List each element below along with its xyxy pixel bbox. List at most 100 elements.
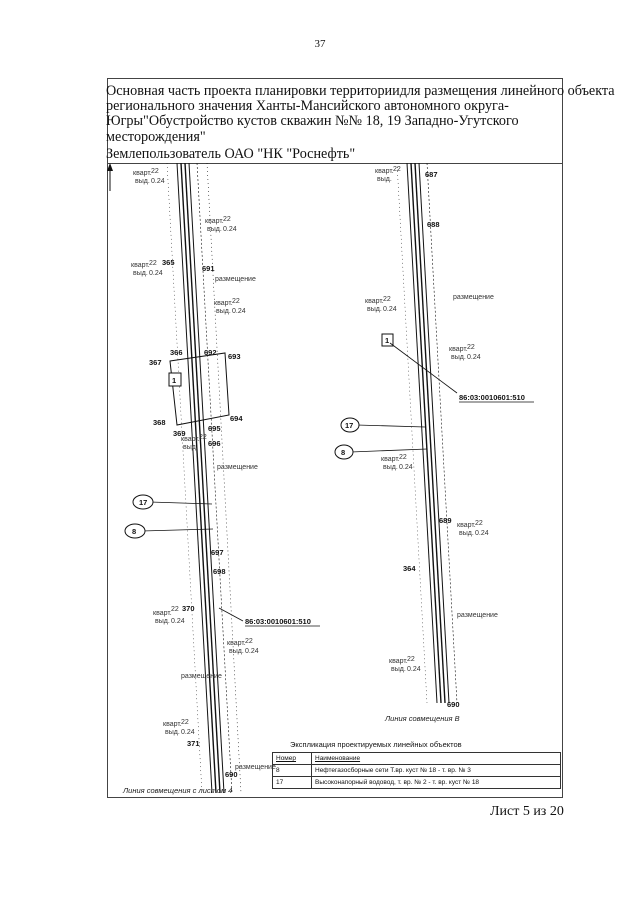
match-line-caption: Линия совмещения В bbox=[384, 714, 460, 723]
line-label: 17 bbox=[139, 498, 147, 507]
point-label: 365 bbox=[162, 258, 175, 267]
point-label: 691 bbox=[202, 264, 215, 273]
title-line: регионального значения Ханты-Мансийского… bbox=[106, 98, 509, 115]
svg-text:кварт.: кварт. bbox=[205, 218, 224, 225]
svg-text:0.24: 0.24 bbox=[399, 464, 413, 471]
quarter-note: кварт. 22 выд. 0.24 bbox=[163, 719, 195, 736]
leader-line bbox=[218, 607, 244, 622]
svg-text:кварт.: кварт. bbox=[153, 610, 172, 617]
explication-title: Экспликация проектируемых линейных объек… bbox=[290, 740, 462, 749]
svg-text:выд.: выд. bbox=[383, 464, 398, 471]
point-label: 366 bbox=[170, 348, 183, 357]
svg-text:22: 22 bbox=[245, 638, 253, 645]
svg-text:0.24: 0.24 bbox=[383, 306, 397, 313]
svg-text:0.24: 0.24 bbox=[171, 618, 185, 625]
svg-text:0.24: 0.24 bbox=[467, 354, 481, 361]
parcel-boundary bbox=[169, 352, 230, 426]
parcel-label-box bbox=[168, 372, 182, 387]
svg-text:выд.: выд. bbox=[367, 306, 382, 313]
svg-text:22: 22 bbox=[232, 298, 240, 305]
point-label: 369 bbox=[173, 429, 186, 438]
quarter-note: кварт. 22 выд. 0.24 bbox=[365, 296, 397, 313]
point-label: 687 bbox=[425, 170, 438, 179]
point-label: 690 bbox=[447, 700, 460, 709]
svg-text:выд.: выд. bbox=[183, 444, 198, 451]
svg-text:кварт.: кварт. bbox=[365, 298, 384, 305]
north-arrow-icon bbox=[107, 163, 113, 191]
line-label-circle bbox=[124, 523, 146, 539]
svg-text:0.24: 0.24 bbox=[181, 729, 195, 736]
svg-text:22: 22 bbox=[171, 606, 179, 613]
svg-text:0.24: 0.24 bbox=[407, 666, 421, 673]
table-row: 17 Высоконапорный водовод, т. вр. № 2 - … bbox=[272, 776, 561, 789]
svg-text:кварт.: кварт. bbox=[389, 658, 408, 665]
svg-text:0.24: 0.24 bbox=[245, 648, 259, 655]
parcel-label-box bbox=[381, 333, 394, 347]
line-label-circle bbox=[132, 494, 154, 510]
placement-note: размещение bbox=[235, 764, 276, 771]
drawing-frame bbox=[107, 78, 563, 798]
line-label-circle bbox=[340, 417, 360, 433]
placement-note: размещение bbox=[215, 276, 256, 283]
svg-text:выд.: выд. bbox=[459, 530, 474, 537]
svg-text:кварт.: кварт. bbox=[214, 300, 233, 307]
quarter-note: кварт. 22 выд. 0.24 bbox=[153, 606, 185, 625]
quarter-note: кварт. 22 выд. bbox=[181, 434, 207, 451]
svg-text:кварт.: кварт. bbox=[131, 262, 150, 269]
leader-line bbox=[149, 501, 213, 505]
land-user: Землепользователь ОАО "НК "Роснефть" bbox=[106, 146, 356, 162]
column-header: Наименование bbox=[311, 752, 561, 765]
svg-text:0.24: 0.24 bbox=[149, 270, 163, 277]
svg-text:кварт.: кварт. bbox=[133, 170, 152, 177]
svg-text:0.24: 0.24 bbox=[475, 530, 489, 537]
svg-text:кварт.: кварт. bbox=[449, 346, 468, 353]
table-row: 8 Нефтегазосборные сети Т.вр. куст № 18 … bbox=[272, 764, 561, 777]
point-label: 371 bbox=[187, 739, 200, 748]
quarter-note: кварт. 22 выд. bbox=[375, 166, 401, 183]
svg-text:22: 22 bbox=[151, 168, 159, 175]
svg-text:кварт.: кварт. bbox=[163, 721, 182, 728]
title-line: месторождения" bbox=[106, 128, 206, 145]
left-corridor bbox=[166, 163, 242, 794]
leader-line bbox=[141, 528, 214, 532]
row-name: Высоконапорный водовод, т. вр. № 2 - т. … bbox=[311, 776, 561, 789]
point-label: 364 bbox=[403, 564, 416, 573]
sheet-label: Лист 5 из 20 bbox=[490, 804, 564, 819]
line-label: 8 bbox=[341, 448, 345, 457]
quarter-note: кварт. 22 выд. 0.24 bbox=[214, 298, 246, 315]
svg-text:кварт.: кварт. bbox=[375, 168, 394, 175]
svg-text:выд.: выд. bbox=[377, 176, 392, 183]
svg-text:выд.: выд. bbox=[135, 178, 150, 185]
header-divider bbox=[107, 163, 563, 164]
quarter-note: кварт. 22 выд. 0.24 bbox=[449, 344, 481, 361]
svg-text:выд.: выд. bbox=[229, 648, 244, 655]
point-label: 689 bbox=[439, 516, 452, 525]
line-label-circle bbox=[334, 444, 354, 460]
page-number: 37 bbox=[314, 38, 326, 50]
quarter-note: кварт. 22 выд. 0.24 bbox=[457, 520, 489, 537]
svg-text:выд.: выд. bbox=[155, 618, 170, 625]
title-line: Основная часть проекта планировки террит… bbox=[106, 83, 615, 99]
right-corridor bbox=[396, 163, 458, 704]
leader-line bbox=[389, 342, 458, 394]
svg-text:кварт.: кварт. bbox=[181, 436, 200, 443]
document-title: Основная часть проекта планировки террит… bbox=[106, 83, 616, 145]
svg-text:выд.: выд. bbox=[391, 666, 406, 673]
row-number: 8 bbox=[272, 764, 312, 777]
svg-text:выд.: выд. bbox=[451, 354, 466, 361]
plan-drawing: 1 365 691 366 692 693 367 694 368 369 69… bbox=[107, 163, 534, 795]
leader-line bbox=[356, 424, 426, 428]
line-label: 8 bbox=[132, 527, 136, 536]
table-header-row: Номер Наименование bbox=[272, 752, 561, 765]
svg-text:22: 22 bbox=[383, 296, 391, 303]
svg-text:выд.: выд. bbox=[133, 270, 148, 277]
svg-text:22: 22 bbox=[149, 260, 157, 267]
point-label: 690 bbox=[225, 770, 238, 779]
point-label: 695 bbox=[208, 424, 221, 433]
point-label: 698 bbox=[213, 567, 226, 576]
point-label: 693 bbox=[228, 352, 241, 361]
svg-text:22: 22 bbox=[475, 520, 483, 527]
point-label: 692 bbox=[204, 348, 217, 357]
quarter-note: кварт. 22 выд. 0.24 bbox=[205, 216, 237, 233]
quarter-note: кварт. 22 выд. 0.24 bbox=[389, 656, 421, 673]
